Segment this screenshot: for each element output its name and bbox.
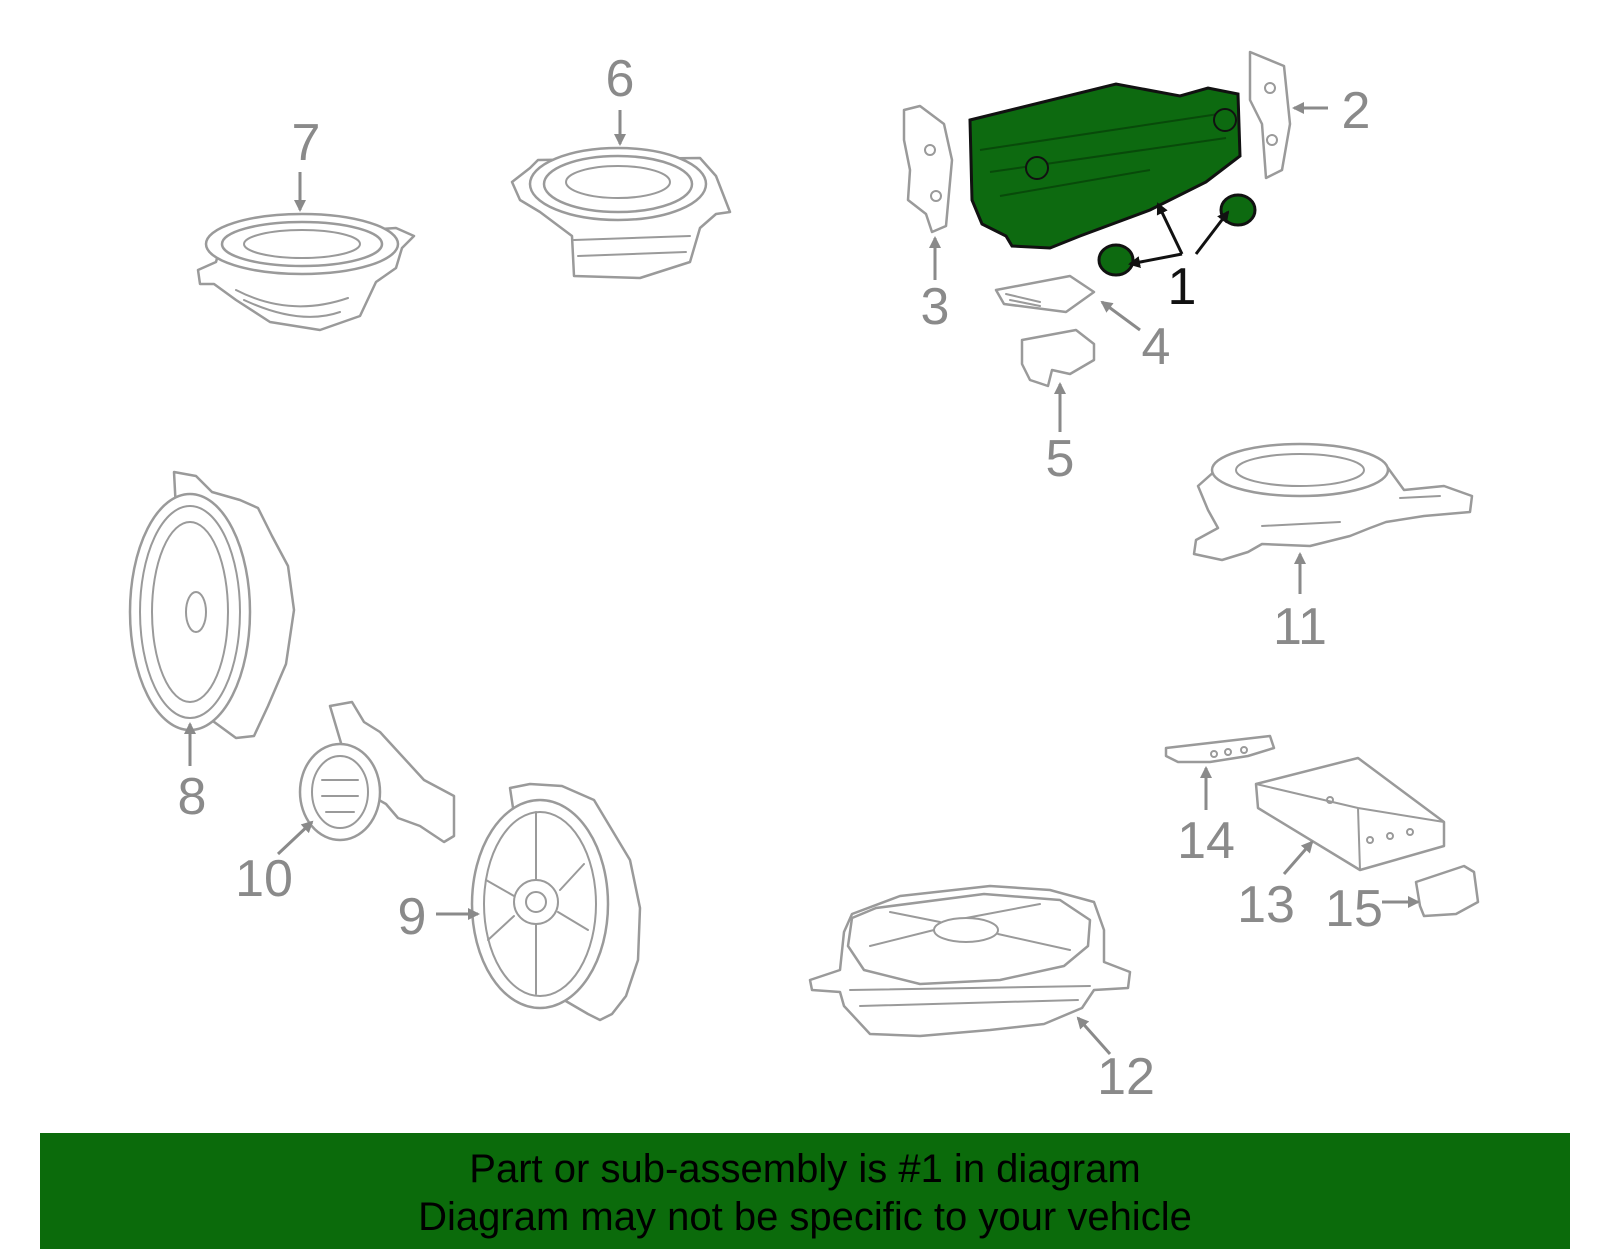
part-12-subwoofer[interactable] [808,884,1132,1038]
info-banner: Part or sub-assembly is #1 in diagram Di… [40,1133,1570,1249]
callout-2: 2 [1342,82,1371,140]
callout-12: 12 [1097,1048,1155,1106]
part-5-block[interactable] [1020,328,1096,388]
part-4-module[interactable] [994,274,1096,314]
part-7-speaker[interactable] [196,212,416,332]
callout-3: 3 [921,278,950,336]
callout-1: 1 [1168,258,1197,316]
callout-10: 10 [235,850,293,908]
part-2-bracket[interactable] [1248,50,1292,180]
part-3-bracket[interactable] [902,104,954,234]
part-6-speaker[interactable] [510,146,732,280]
leader-arrows [184,102,1420,1055]
part-9-speaker[interactable] [470,782,642,1022]
banner-line-1: Part or sub-assembly is #1 in diagram [469,1147,1141,1191]
callout-14: 14 [1177,812,1235,870]
callout-13: 13 [1237,876,1295,934]
part-15-bracket[interactable] [1414,864,1480,918]
callout-5: 5 [1046,430,1075,488]
callout-15: 15 [1325,880,1383,938]
part-14-bracket[interactable] [1164,734,1276,764]
callout-7: 7 [292,114,321,172]
part-11-speaker[interactable] [1192,442,1474,562]
part-8-speaker[interactable] [128,470,296,740]
part-1-head-unit[interactable] [968,82,1257,277]
callout-11: 11 [1273,598,1327,656]
part-13-amplifier[interactable] [1254,756,1446,872]
part-10-tweeter[interactable] [298,700,456,844]
banner-line-2: Diagram may not be specific to your vehi… [418,1195,1192,1239]
callout-9: 9 [398,888,427,946]
callout-8: 8 [178,768,207,826]
callout-6: 6 [606,50,635,108]
callout-4: 4 [1142,318,1171,376]
